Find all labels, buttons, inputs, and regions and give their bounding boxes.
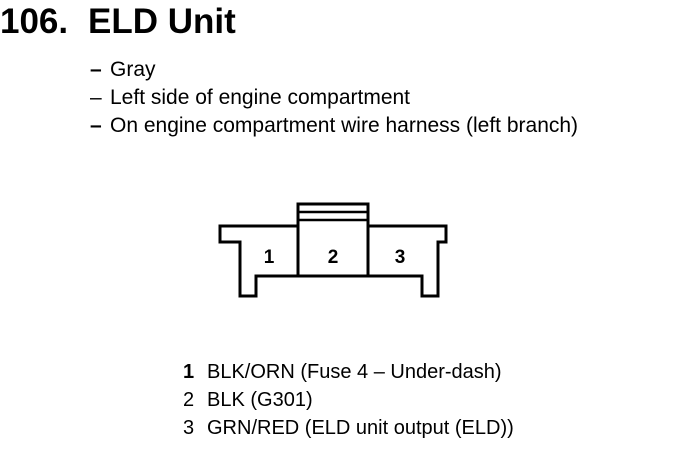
connector-body <box>218 202 448 298</box>
note-location: –Left side of engine compartment <box>90 84 578 112</box>
terminal-3-label: 3 <box>395 247 406 268</box>
note-dash: – <box>90 58 102 81</box>
terminal-2-label: 2 <box>328 247 339 268</box>
page-title: 106. ELD Unit <box>0 0 236 44</box>
component-name: ELD Unit <box>88 2 236 41</box>
note-dash: – <box>90 86 102 109</box>
location-notes: –Gray –Left side of engine compartment –… <box>90 56 578 140</box>
pin-number: 3 <box>183 417 195 439</box>
pinout-row: 3 GRN/RED (ELD unit output (ELD)) <box>183 414 514 442</box>
note-text: Left side of engine compartment <box>110 86 411 109</box>
terminal-1-label: 1 <box>264 247 275 268</box>
pinout-row: 1 BLK/ORN (Fuse 4 – Under-dash) <box>183 358 514 386</box>
pin-description: BLK/ORN (Fuse 4 – Under-dash) <box>207 361 502 383</box>
note-color: –Gray <box>90 56 578 84</box>
note-text: Gray <box>110 58 156 81</box>
pin-description: GRN/RED (ELD unit output (ELD)) <box>207 417 514 439</box>
pinout-list: 1 BLK/ORN (Fuse 4 – Under-dash) 2 BLK (G30… <box>183 358 514 442</box>
connector-diagram: 1 2 3 <box>218 202 448 298</box>
pinout-row: 2 BLK (G301) <box>183 386 514 414</box>
note-harness: –On engine compartment wire harness (lef… <box>90 112 578 140</box>
note-dash: – <box>90 114 102 137</box>
pin-description: BLK (G301) <box>207 389 313 411</box>
component-number: 106. <box>0 2 69 41</box>
note-text: On engine compartment wire harness (left… <box>110 114 579 137</box>
pin-number: 2 <box>183 389 195 411</box>
pin-number: 1 <box>183 361 195 383</box>
